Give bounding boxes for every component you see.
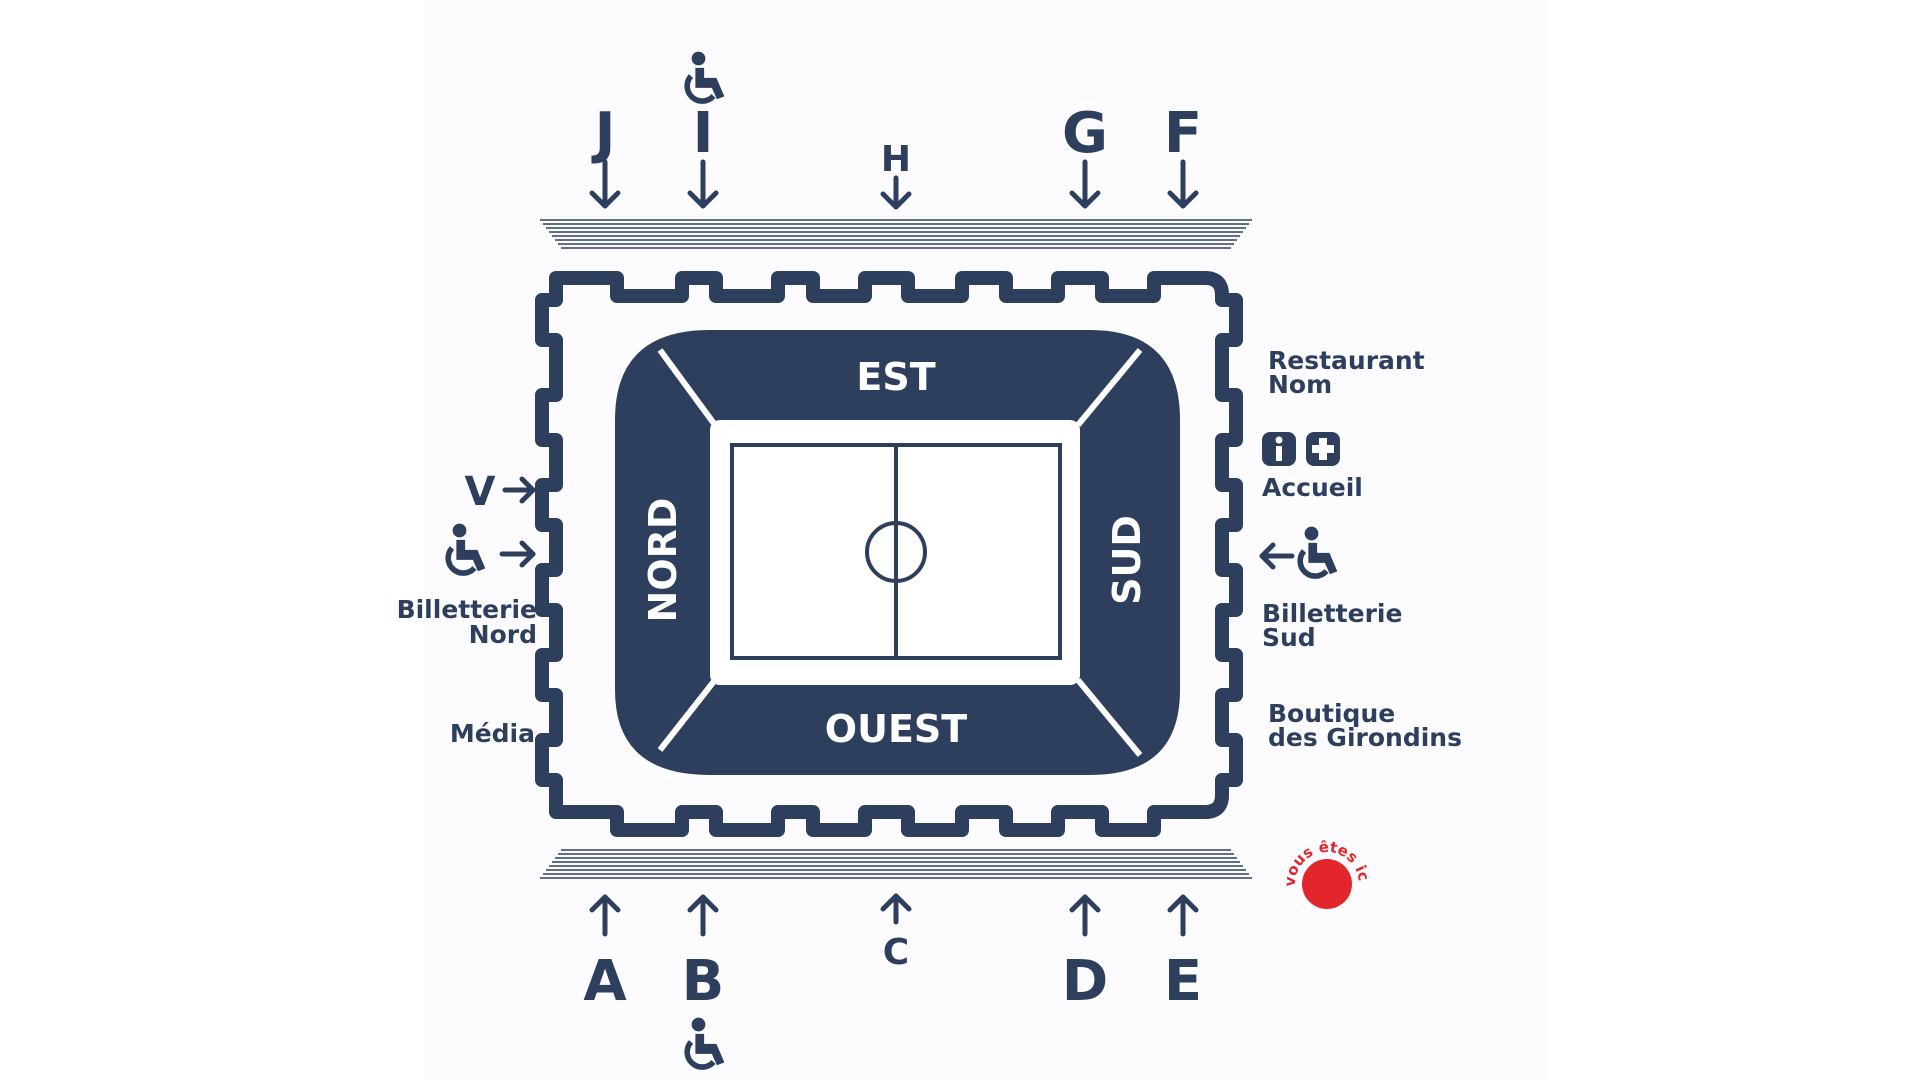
- outer-wall: [535, 271, 1243, 837]
- you-are-here-marker: [1302, 859, 1352, 909]
- concourse-top: [540, 219, 1252, 249]
- gate-b-arrow-icon[interactable]: [687, 894, 719, 937]
- gate-v-arrow-icon[interactable]: [502, 476, 536, 504]
- gate-j-arrow-icon[interactable]: [589, 159, 621, 209]
- restaurant-line2: Nom: [1268, 370, 1332, 399]
- gate-a-letter: A: [583, 949, 627, 1014]
- media-label: Média: [450, 719, 535, 748]
- gate-h-arrow-icon[interactable]: [880, 175, 912, 210]
- billetterie-sud-line2: Sud: [1262, 623, 1316, 652]
- billetterie-sud-line1: Billetterie: [1262, 599, 1402, 628]
- gate-e-letter: E: [1164, 949, 1202, 1014]
- gate-v-letter: V: [465, 469, 496, 515]
- stand-label-sud: SUD: [1105, 515, 1149, 605]
- gate-b-letter: B: [682, 949, 725, 1014]
- boutique-line1: Boutique: [1268, 699, 1395, 728]
- stand-label-nord: NORD: [641, 498, 685, 623]
- gate-g-letter: G: [1062, 101, 1108, 166]
- gate-d-letter: D: [1062, 949, 1108, 1014]
- gate-f-arrow-icon[interactable]: [1167, 159, 1199, 209]
- billetterie-nord-line1: Billetterie: [397, 595, 537, 624]
- gate-i-letter: I: [693, 101, 714, 166]
- gate-g-arrow-icon[interactable]: [1069, 159, 1101, 209]
- center-circle: [865, 521, 927, 583]
- boutique-line2: des Girondins: [1268, 723, 1462, 752]
- gate-e-arrow-icon[interactable]: [1167, 894, 1199, 937]
- gate-h-letter: H: [881, 139, 911, 180]
- gate-i-arrow-icon[interactable]: [687, 159, 719, 209]
- corner-separators: [657, 348, 1143, 757]
- gate-c-letter: C: [883, 932, 909, 973]
- concourse-bottom: [540, 849, 1252, 879]
- gate-j-letter: J: [591, 101, 616, 166]
- accessible-entry-arrow-icon[interactable]: [499, 540, 536, 568]
- gate-d-arrow-icon[interactable]: [1069, 894, 1101, 937]
- gate-c-arrow-icon[interactable]: [880, 893, 912, 925]
- stand-label-est: EST: [856, 355, 935, 399]
- accessible-exit-arrow-icon[interactable]: [1259, 542, 1295, 570]
- first-aid-icon: [1306, 432, 1340, 466]
- gate-f-letter: F: [1164, 101, 1202, 166]
- gate-a-arrow-icon[interactable]: [589, 894, 621, 937]
- billetterie-nord-line2: Nord: [469, 620, 537, 649]
- accueil-label: Accueil: [1262, 473, 1363, 502]
- info-icon: [1262, 432, 1296, 466]
- stand-label-ouest: OUEST: [825, 707, 967, 751]
- restaurant-line1: Restaurant: [1268, 346, 1425, 375]
